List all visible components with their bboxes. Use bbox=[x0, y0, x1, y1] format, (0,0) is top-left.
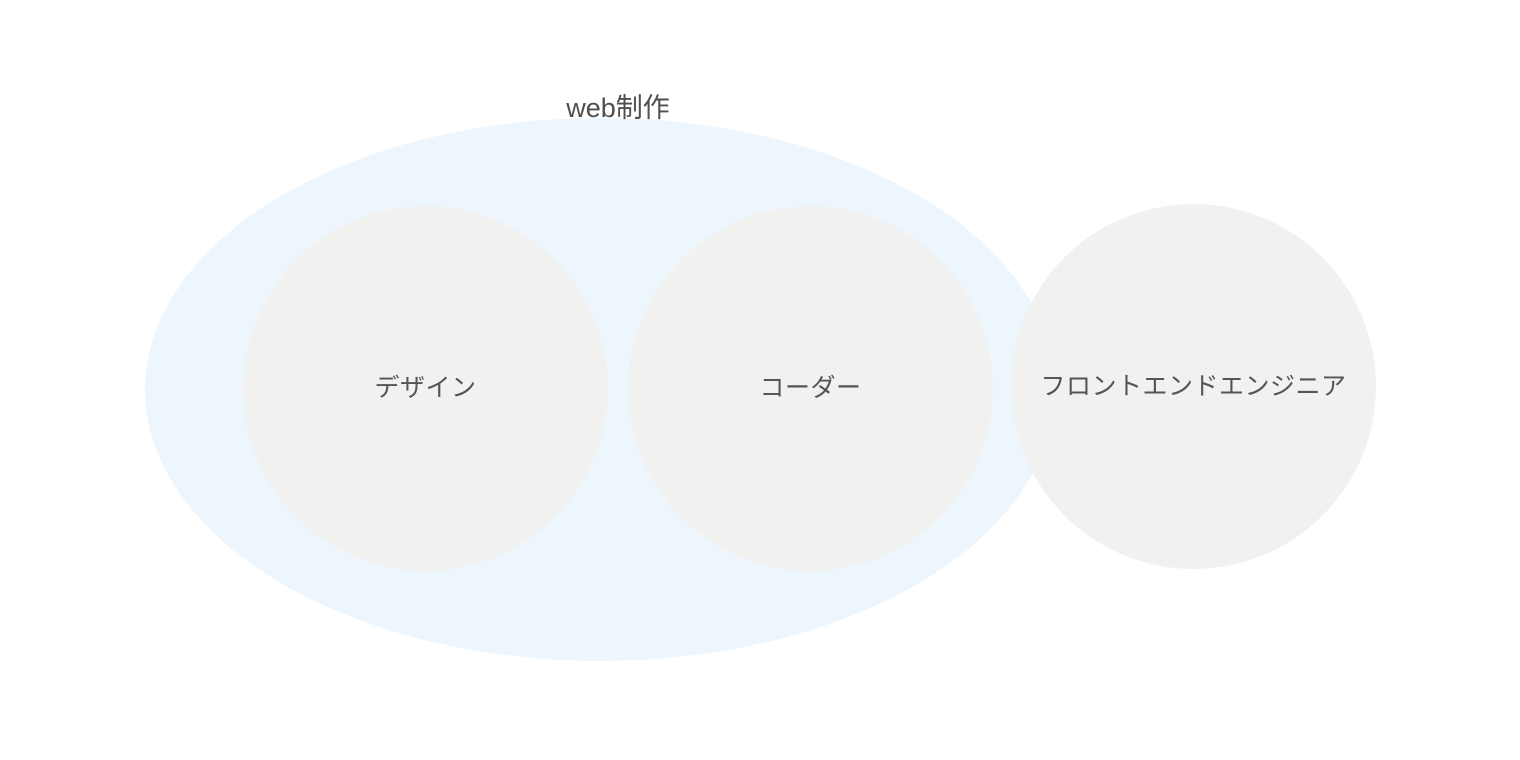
role-label-design: デザイン bbox=[374, 374, 477, 402]
group-title: web制作 bbox=[0, 95, 1520, 122]
role-circle-coder[interactable]: コーダー bbox=[628, 206, 993, 571]
role-circle-design[interactable]: デザイン bbox=[243, 206, 608, 571]
role-label-coder: コーダー bbox=[759, 374, 862, 402]
role-circle-frontend-engineer[interactable]: フロントエンドエンジニア bbox=[1011, 204, 1376, 569]
role-label-frontend-engineer: フロントエンドエンジニア bbox=[1040, 372, 1347, 400]
